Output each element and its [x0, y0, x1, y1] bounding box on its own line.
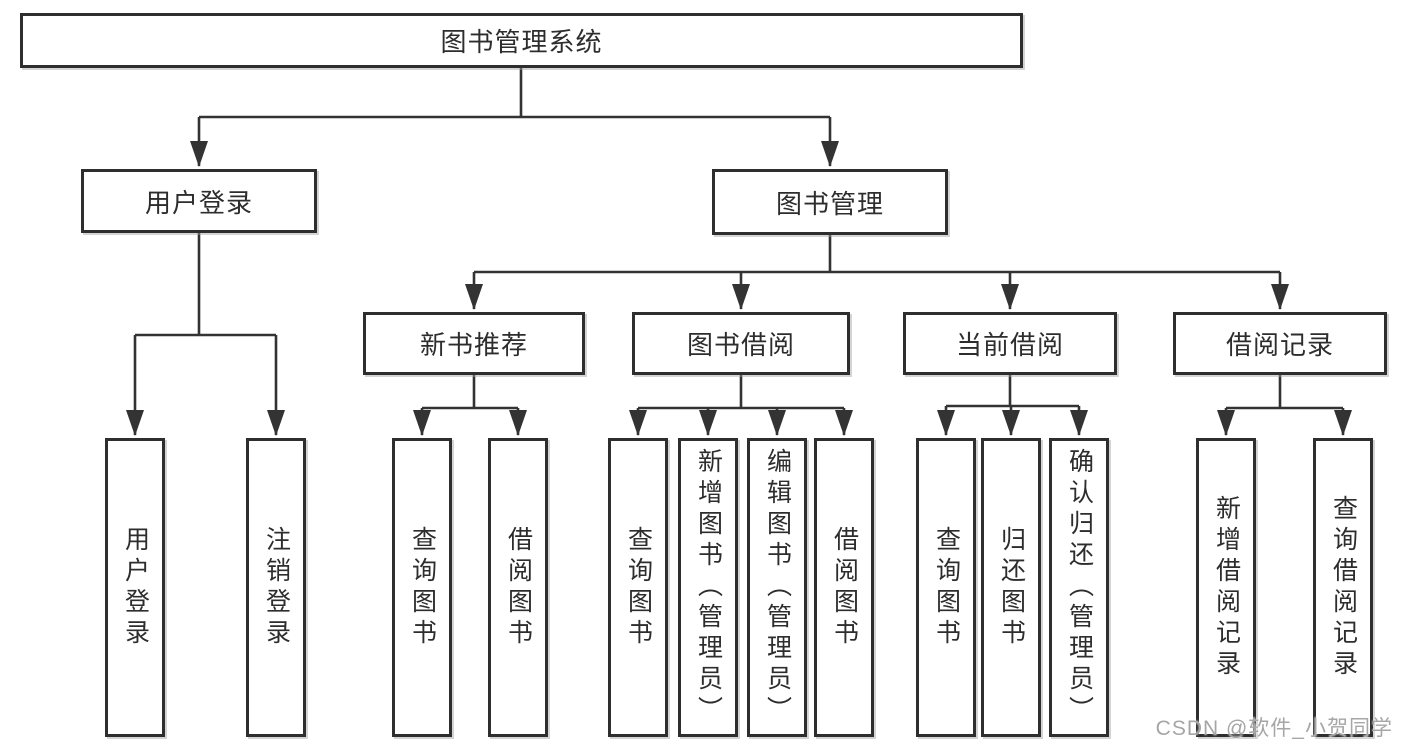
node-label: 编辑图书（管理员）: [763, 448, 792, 727]
node-return-books: 归还图书: [981, 438, 1041, 737]
node-label: 查询借阅记录: [1329, 494, 1358, 681]
node-library-management-system: 图书管理系统: [20, 13, 1023, 68]
node-label: 借阅图书: [504, 525, 533, 650]
node-borrow-books-borrowing: 借阅图书: [814, 438, 874, 737]
node-user-login-leaf: 用户登录: [105, 438, 165, 737]
node-edit-book-admin: 编辑图书（管理员）: [747, 438, 807, 737]
node-query-books-borrowing: 查询图书: [608, 438, 668, 737]
node-query-borrow-record: 查询借阅记录: [1313, 438, 1373, 737]
node-label: 借阅图书: [830, 525, 859, 650]
node-label: 新增图书（管理员）: [694, 448, 723, 727]
node-user-login-branch: 用户登录: [81, 169, 317, 233]
node-label: 新增借阅记录: [1212, 494, 1241, 681]
node-add-book-admin: 新增图书（管理员）: [678, 438, 738, 737]
node-label: 查询图书: [408, 525, 437, 650]
node-label: 确认归还（管理员）: [1065, 448, 1094, 727]
node-label: 注销登录: [262, 525, 291, 650]
node-query-books-current: 查询图书: [916, 438, 976, 737]
node-book-management-branch: 图书管理: [712, 169, 948, 235]
node-borrowing-records: 借阅记录: [1173, 312, 1387, 375]
node-borrow-books-recommend: 借阅图书: [488, 438, 548, 737]
node-label: 查询图书: [624, 525, 653, 650]
csdn-watermark: CSDN @软件_小贺同学: [1155, 717, 1393, 740]
node-confirm-return-admin: 确认归还（管理员）: [1049, 438, 1109, 737]
node-logout: 注销登录: [246, 438, 306, 737]
node-book-borrowing: 图书借阅: [632, 312, 850, 375]
node-new-book-recommendation: 新书推荐: [363, 312, 585, 375]
node-add-borrow-record: 新增借阅记录: [1196, 438, 1256, 737]
node-current-borrowing: 当前借阅: [903, 312, 1117, 375]
node-label: 查询图书: [932, 525, 961, 650]
node-label: 用户登录: [121, 525, 150, 650]
node-query-books-recommend: 查询图书: [392, 438, 452, 737]
node-label: 归还图书: [997, 525, 1026, 650]
